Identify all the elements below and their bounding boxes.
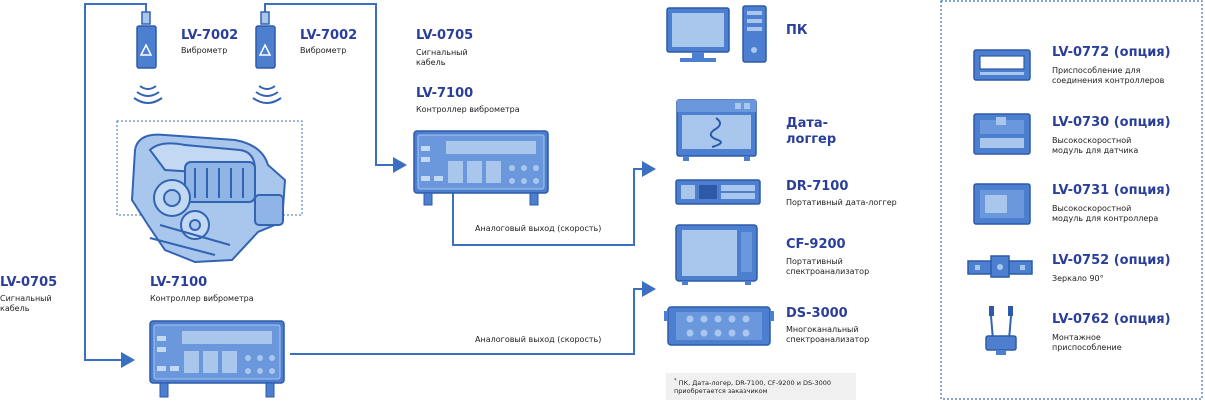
ds3000-desc-2: спектроанализатор xyxy=(786,335,870,344)
dr7100-model: DR-7100 xyxy=(786,179,849,194)
pc-icon xyxy=(666,5,767,63)
cable-left-line xyxy=(84,3,147,368)
cable-left-model: LV-0705 xyxy=(0,275,58,290)
datalogger-title-1: Дата- xyxy=(786,116,829,131)
option-desc-2: приспособление xyxy=(1052,343,1122,352)
analog-top-label: Аналоговый выход (скорость) xyxy=(475,224,602,233)
option-model: LV-0772 (опция) xyxy=(1052,45,1171,60)
engine-icon xyxy=(130,133,287,264)
cf9200-icon xyxy=(675,224,758,285)
footnote-line-2: приобретается заказчиком xyxy=(674,387,768,396)
option-desc-1: Монтажное xyxy=(1052,333,1101,342)
option-model: LV-0730 (опция) xyxy=(1052,115,1171,130)
cable-left-desc-1: Сигнальный xyxy=(0,294,52,303)
pc-title: ПК xyxy=(786,23,808,38)
sensor-module-icon xyxy=(973,113,1031,155)
cable-top-desc-1: Сигнальный xyxy=(416,48,468,57)
vibrometer-right-desc: Виброметр xyxy=(300,46,347,55)
cable-top-desc-2: кабель xyxy=(416,58,446,67)
cf9200-desc-2: спектроанализатор xyxy=(786,267,870,276)
analog-top-line xyxy=(452,161,656,246)
option-desc-1: Приспособление для xyxy=(1052,66,1141,75)
datalogger-title-2: логгер xyxy=(786,132,837,147)
footnote-line-1: ПК, Дата-логер, DR-7100, CF-9200 и DS-30… xyxy=(678,379,832,388)
mirror-icon xyxy=(967,255,1033,278)
option-desc-2: модуль для датчика xyxy=(1052,146,1139,155)
cf9200-model: CF-9200 xyxy=(786,237,846,252)
option-model: LV-0731 (опция) xyxy=(1052,183,1171,198)
vibrometer-right-icon xyxy=(252,11,282,104)
option-desc-2: модуль для контроллера xyxy=(1052,214,1159,223)
option-desc-2: соединения контроллеров xyxy=(1052,76,1165,85)
option-model: LV-0752 (опция) xyxy=(1052,253,1171,268)
analog-bottom-line xyxy=(290,281,656,355)
datalogger-icon xyxy=(676,99,757,161)
mount-icon xyxy=(985,306,1017,355)
connector-plate-icon xyxy=(973,49,1031,81)
vibrometer-left-desc: Виброметр xyxy=(181,46,228,55)
vibrometer-left-icon xyxy=(133,11,163,104)
footnote: * ПК, Дата-логер, DR-7100, CF-9200 и DS-… xyxy=(666,373,856,400)
cable-left-desc-2: кабель xyxy=(0,304,30,313)
controller-top-desc: Контроллер виброметра xyxy=(416,105,520,114)
option-desc-1: Высокоскоростной xyxy=(1052,136,1132,145)
measurement-area xyxy=(116,120,303,216)
controller-top-icon xyxy=(413,130,549,206)
ds3000-icon xyxy=(664,306,774,346)
dr7100-desc: Портативный дата-логгер xyxy=(786,198,897,207)
controller-module-icon xyxy=(973,183,1031,225)
controller-top-model: LV-7100 xyxy=(416,86,474,101)
ds3000-model: DS-3000 xyxy=(786,306,848,321)
option-desc-1: Зеркало 90° xyxy=(1052,274,1104,283)
cf9200-desc-1: Портативный xyxy=(786,257,843,266)
ds3000-desc-1: Многоканальный xyxy=(786,325,859,334)
cable-top-line xyxy=(264,3,407,173)
vibrometer-right-model: LV-7002 xyxy=(300,28,358,43)
controller-bottom-icon xyxy=(149,320,285,398)
cable-top-model: LV-0705 xyxy=(416,28,474,43)
footnote-mark: * xyxy=(674,378,677,384)
dr7100-icon xyxy=(675,179,761,205)
signal-lines xyxy=(84,3,656,368)
controller-bottom-desc: Контроллер виброметра xyxy=(150,294,254,303)
analog-bottom-label: Аналоговый выход (скорость) xyxy=(475,335,602,344)
option-desc-1: Высокоскоростной xyxy=(1052,204,1132,213)
option-model: LV-0762 (опция) xyxy=(1052,312,1171,327)
vibrometer-left-model: LV-7002 xyxy=(181,28,239,43)
options-panel xyxy=(940,0,1203,400)
controller-bottom-model: LV-7100 xyxy=(150,275,208,290)
